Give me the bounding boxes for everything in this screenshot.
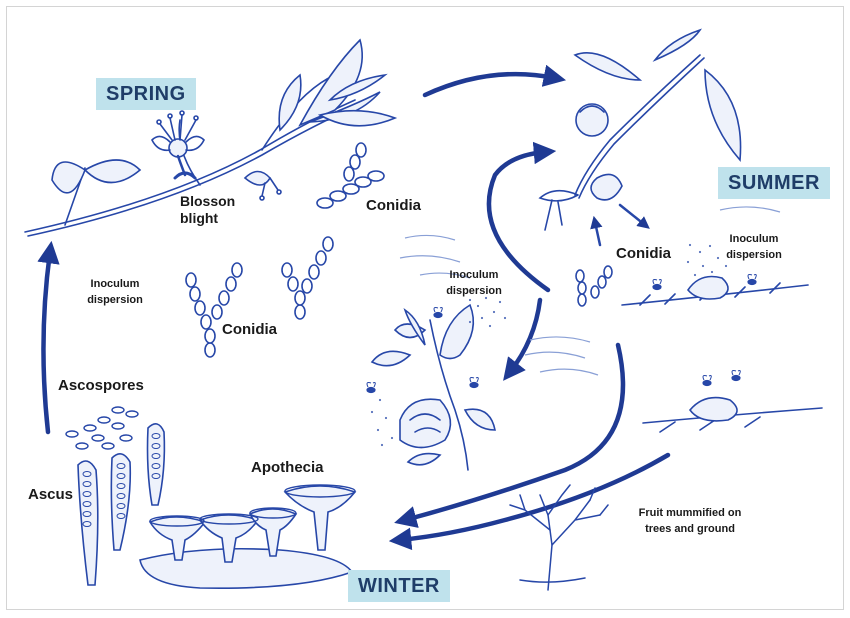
label-inoculum-right-line1: Inoculum — [729, 233, 779, 245]
apothecia-rims — [149, 484, 356, 527]
label-fruit-mummified-line2: trees and ground — [645, 522, 735, 535]
label-inoculum-left-line1: Inoculum — [90, 278, 140, 290]
label-blossom-blight-line2: blight — [180, 209, 219, 226]
label-inoculum-left-line2: dispersion — [87, 293, 143, 306]
ground-mummies — [621, 275, 823, 433]
arrow-summer-loop-up — [486, 141, 557, 293]
label-ascus: Ascus — [28, 486, 74, 503]
label-ascospores: Ascospores — [58, 377, 144, 394]
label-inoculum-center: Inoculum dispersion — [436, 268, 512, 300]
arrow-spring-to-summer — [422, 64, 567, 98]
label-blossom-blight: Blosson blight — [180, 193, 235, 227]
label-inoculum-center-line2: dispersion — [446, 284, 502, 297]
insect-wings — [366, 274, 757, 388]
label-blossom-blight-line1: Blosson — [180, 193, 236, 209]
conidia-chains-left — [185, 236, 334, 358]
season-label-summer: SUMMER — [718, 167, 830, 199]
infected-fruit-twig — [370, 303, 496, 471]
insects — [366, 278, 757, 394]
label-inoculum-right: Inoculum dispersion — [716, 232, 792, 264]
ascospores — [65, 406, 139, 450]
conidia-chains-spring — [316, 142, 385, 209]
label-conidia-left: Conidia — [222, 321, 277, 338]
label-inoculum-left: Inoculum dispersion — [80, 277, 150, 309]
label-fruit-mummified-line1: Fruit mummified on — [638, 507, 742, 519]
apothecia — [139, 485, 357, 589]
arrow-summer-to-winter-1 — [394, 342, 626, 528]
label-inoculum-center-line1: Inoculum — [449, 269, 499, 281]
label-conidia-spring: Conidia — [366, 197, 421, 214]
wind-strokes — [399, 206, 781, 376]
summer-twig — [538, 28, 742, 307]
bare-tree — [509, 484, 609, 591]
season-label-spring: SPRING — [96, 78, 196, 110]
label-apothecia: Apothecia — [251, 459, 324, 476]
arrow-winter-to-spring — [37, 240, 60, 435]
cycle-arrows — [37, 64, 671, 551]
arrow-summer-down — [503, 297, 543, 381]
asci-spores — [82, 433, 161, 527]
season-label-winter: WINTER — [348, 570, 450, 602]
arrow-summer-to-winter-2 — [388, 452, 671, 551]
label-conidia-summer: Conidia — [616, 245, 671, 262]
label-fruit-mummified: Fruit mummified on trees and ground — [620, 506, 760, 538]
spring-twig — [24, 38, 398, 237]
asci — [77, 423, 166, 586]
spore-dots — [370, 243, 728, 447]
label-inoculum-right-line2: dispersion — [726, 248, 782, 261]
